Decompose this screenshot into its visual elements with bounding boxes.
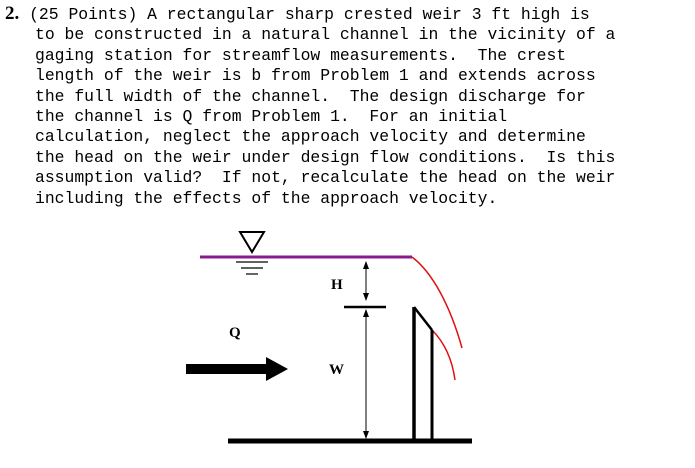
discharge-label: Q xyxy=(229,325,241,341)
problem-line-9: assumption valid? If not, recalculate th… xyxy=(35,168,616,188)
weir-height-label: W xyxy=(329,362,344,378)
problem-line-1: 2. (25 Points) A rectangular sharp crest… xyxy=(5,3,685,25)
problem-line-8: the head on the weir under design flow c… xyxy=(35,147,616,167)
weir-crest-bevel xyxy=(413,306,433,331)
problem-text: (25 Points) A rectangular sharp crested … xyxy=(29,5,590,24)
problem-line-6: the channel is Q from Problem 1. For an … xyxy=(35,107,508,127)
problem-number: 2. xyxy=(5,3,20,24)
problem-line-10: including the effects of the approach ve… xyxy=(35,188,498,208)
weir-height-arrow-bottom xyxy=(363,431,369,439)
problem-line-2: to be constructed in a natural channel i… xyxy=(35,25,616,45)
water-surface-symbol-icon xyxy=(236,231,268,275)
problem-line-3: gaging station for streamflow measuremen… xyxy=(35,45,567,65)
problem-line-5: the full width of the channel. The desig… xyxy=(35,86,586,106)
nappe-lower-curve xyxy=(431,329,456,381)
problem-line-4: length of the weir is b from Problem 1 a… xyxy=(35,66,596,86)
problem-line-7: calculation, neglect the approach veloci… xyxy=(35,127,586,147)
weir-height-arrow-top xyxy=(363,309,369,317)
flow-arrow-icon xyxy=(186,357,288,381)
head-arrow-bottom xyxy=(363,293,369,301)
nappe-upper-curve xyxy=(411,256,463,349)
head-label: H xyxy=(331,277,343,293)
problem-statement: 2. (25 Points) A rectangular sharp crest… xyxy=(5,3,685,209)
head-arrow-top xyxy=(363,261,369,269)
